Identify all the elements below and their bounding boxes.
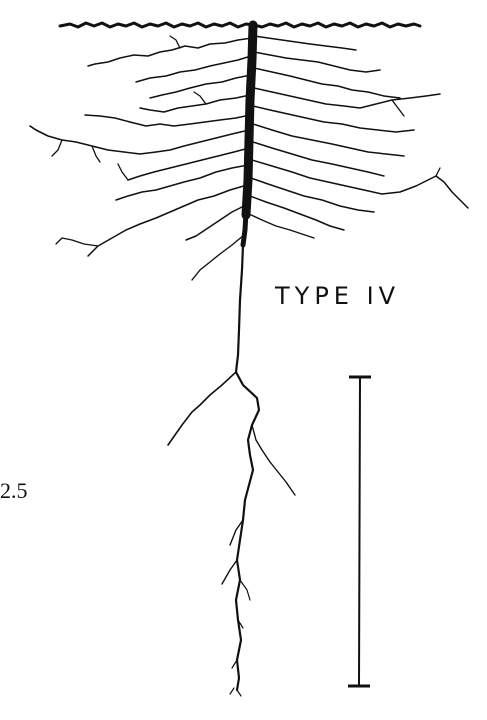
lower-lateral — [252, 425, 295, 495]
lower-lateral — [240, 580, 250, 600]
lateral-root-right — [254, 52, 380, 72]
lateral-root-right — [436, 168, 440, 176]
lateral-root-left — [150, 75, 251, 98]
side-number: 2.5 — [0, 478, 28, 504]
lateral-root-left — [52, 140, 62, 156]
taproot-upper — [246, 25, 253, 215]
lateral-root-left — [192, 235, 244, 280]
lateral-root-left — [30, 126, 249, 154]
lateral-root-right — [254, 36, 356, 50]
root-tip — [230, 688, 241, 696]
lateral-root-right — [253, 106, 414, 132]
lateral-root-right — [392, 100, 404, 116]
lateral-root-left — [194, 92, 206, 104]
lateral-root-left — [116, 165, 248, 200]
lateral-root-right — [252, 160, 468, 208]
lower-lateral — [168, 372, 236, 445]
lateral-root-right — [251, 178, 374, 212]
lateral-root-right — [253, 124, 404, 156]
soil-surface-line — [60, 23, 420, 27]
lateral-root-left — [56, 238, 98, 246]
lateral-root-right — [254, 88, 440, 108]
type-label: TYPE IV — [275, 282, 400, 310]
scale-bar-line — [359, 377, 360, 685]
lateral-root-left — [140, 95, 250, 112]
lateral-root-right — [249, 214, 314, 238]
taproot-upper-taper — [243, 212, 246, 245]
lateral-root-left — [186, 205, 246, 240]
lateral-root-right — [250, 196, 344, 230]
lower-lateral — [222, 560, 237, 584]
lateral-root-right — [253, 142, 384, 176]
lateral-root-left — [118, 164, 128, 180]
lateral-root-left — [88, 185, 247, 256]
lower-lateral — [232, 660, 237, 668]
lateral-root-left — [170, 36, 180, 48]
lateral-root-left — [85, 115, 250, 126]
